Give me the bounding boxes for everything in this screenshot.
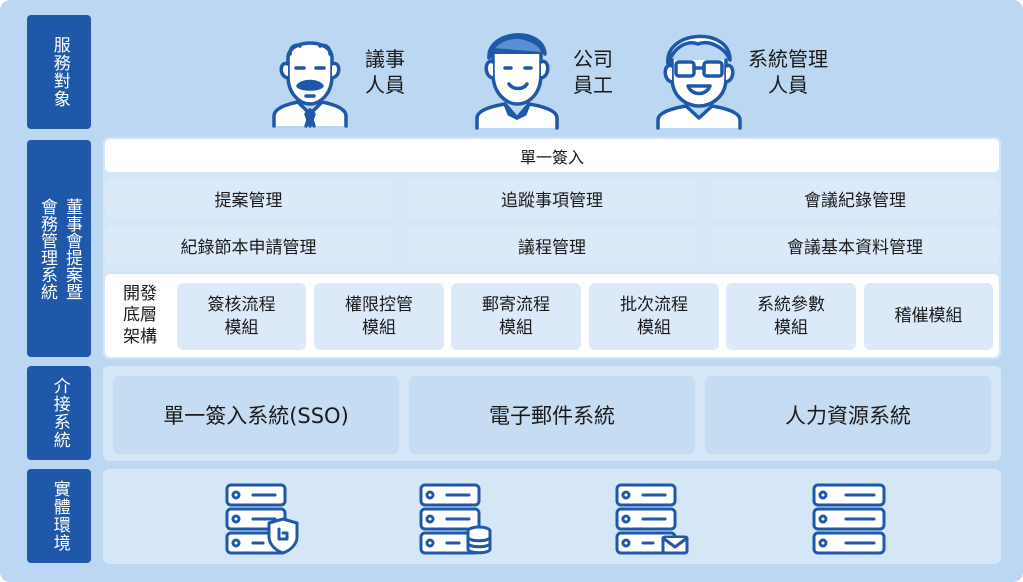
interface-hr: 人力資源系統: [705, 376, 991, 454]
server-database-icon: [417, 481, 495, 557]
server-mail-icon: [613, 481, 691, 557]
framework-module-parameters: 系統參數 模組: [726, 283, 856, 350]
sso-bar: 單一簽入: [105, 139, 999, 172]
module-record-request: 紀錄節本申請管理: [105, 226, 392, 265]
section-label-interface-text: 介接系統: [49, 377, 70, 449]
module-basic-data: 會議基本資料管理: [711, 226, 999, 265]
person-glasses-icon: [654, 20, 744, 130]
section-label-users-text: 服務對象: [49, 36, 70, 108]
framework-module-permission: 權限控管 模組: [314, 283, 444, 350]
module-proposal: 提案管理: [105, 179, 392, 218]
framework-module-reminder: 稽催模組: [864, 283, 993, 350]
user-label-0: 議事 人員: [365, 47, 405, 97]
interface-email: 電子郵件系統: [409, 376, 695, 454]
server-shield-icon: [223, 481, 301, 557]
module-agenda: 議程管理: [408, 226, 696, 265]
section-label-meeting-system: 董事會提案暨 會務管理系統: [27, 140, 91, 357]
module-minutes: 會議紀錄管理: [711, 179, 999, 218]
section-label-interface: 介接系統: [27, 366, 91, 460]
interface-sso: 單一簽入系統(SSO): [113, 376, 399, 454]
section-label-meeting-line2: 會務管理系統: [37, 197, 57, 300]
person-employee-icon: [471, 18, 563, 130]
server-icon: [810, 481, 888, 557]
section-label-environment: 實體環境: [27, 469, 91, 563]
person-bald-mustache-icon: [266, 24, 354, 128]
framework-title: 開發 底層 架構: [123, 283, 157, 347]
section-label-environment-text: 實體環境: [49, 480, 70, 552]
user-label-1: 公司 員工: [573, 47, 613, 97]
section-label-meeting-line1: 董事會提案暨: [62, 197, 83, 300]
framework-module-batch: 批次流程 模組: [589, 283, 719, 350]
user-label-2: 系統管理 人員: [748, 47, 828, 97]
section-label-users: 服務對象: [27, 15, 91, 129]
framework-module-approval: 簽核流程 模組: [177, 283, 306, 350]
framework-module-mail: 郵寄流程 模組: [451, 283, 581, 350]
module-tracking: 追蹤事項管理: [408, 179, 696, 218]
